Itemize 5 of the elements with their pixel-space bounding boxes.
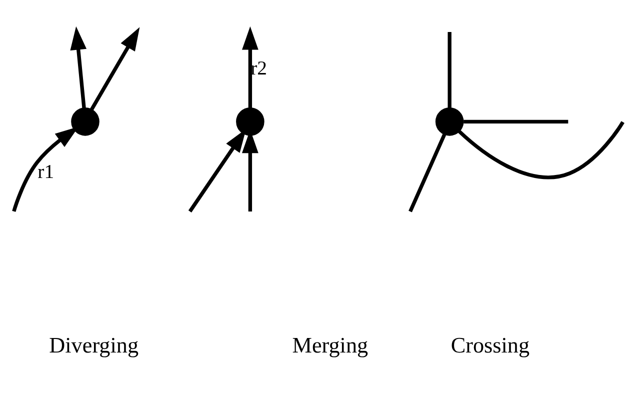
label: Diverging [49, 332, 139, 358]
edge-label: r2 [250, 58, 268, 80]
edge-label: r1 [38, 161, 54, 184]
label: Crossing [450, 332, 530, 358]
label: Merging [292, 332, 368, 358]
